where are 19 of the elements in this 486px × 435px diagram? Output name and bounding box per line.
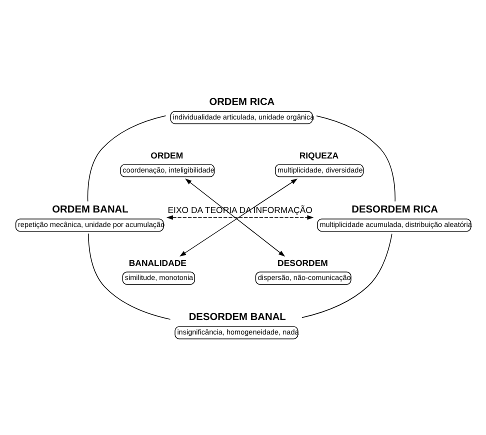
- node-box: multiplicidade, diversidade: [274, 164, 364, 178]
- arrow: [180, 178, 298, 257]
- node-label: ORDEM RICA: [209, 96, 275, 108]
- connector: [88, 233, 171, 320]
- node-label: DESORDEM: [278, 258, 328, 268]
- connector: [316, 116, 396, 202]
- arrow: [166, 215, 314, 220]
- node-box: coordenação, inteligibilidade: [120, 164, 215, 178]
- connector: [302, 233, 392, 318]
- node-label: DESORDEM BANAL: [188, 312, 286, 324]
- node-label: DESORDEM RICA: [352, 204, 438, 216]
- node-box: similitude, monotonia: [122, 272, 196, 285]
- node-label: ORDEM BANAL: [52, 204, 128, 216]
- node-box: dispersão, não-comunicação: [255, 272, 352, 285]
- node-label: BANALIDADE: [128, 258, 186, 268]
- connector: [87, 115, 166, 202]
- node-label: ORDEM: [150, 150, 184, 160]
- node-label: RIQUEZA: [299, 150, 339, 160]
- arrow: [185, 178, 286, 257]
